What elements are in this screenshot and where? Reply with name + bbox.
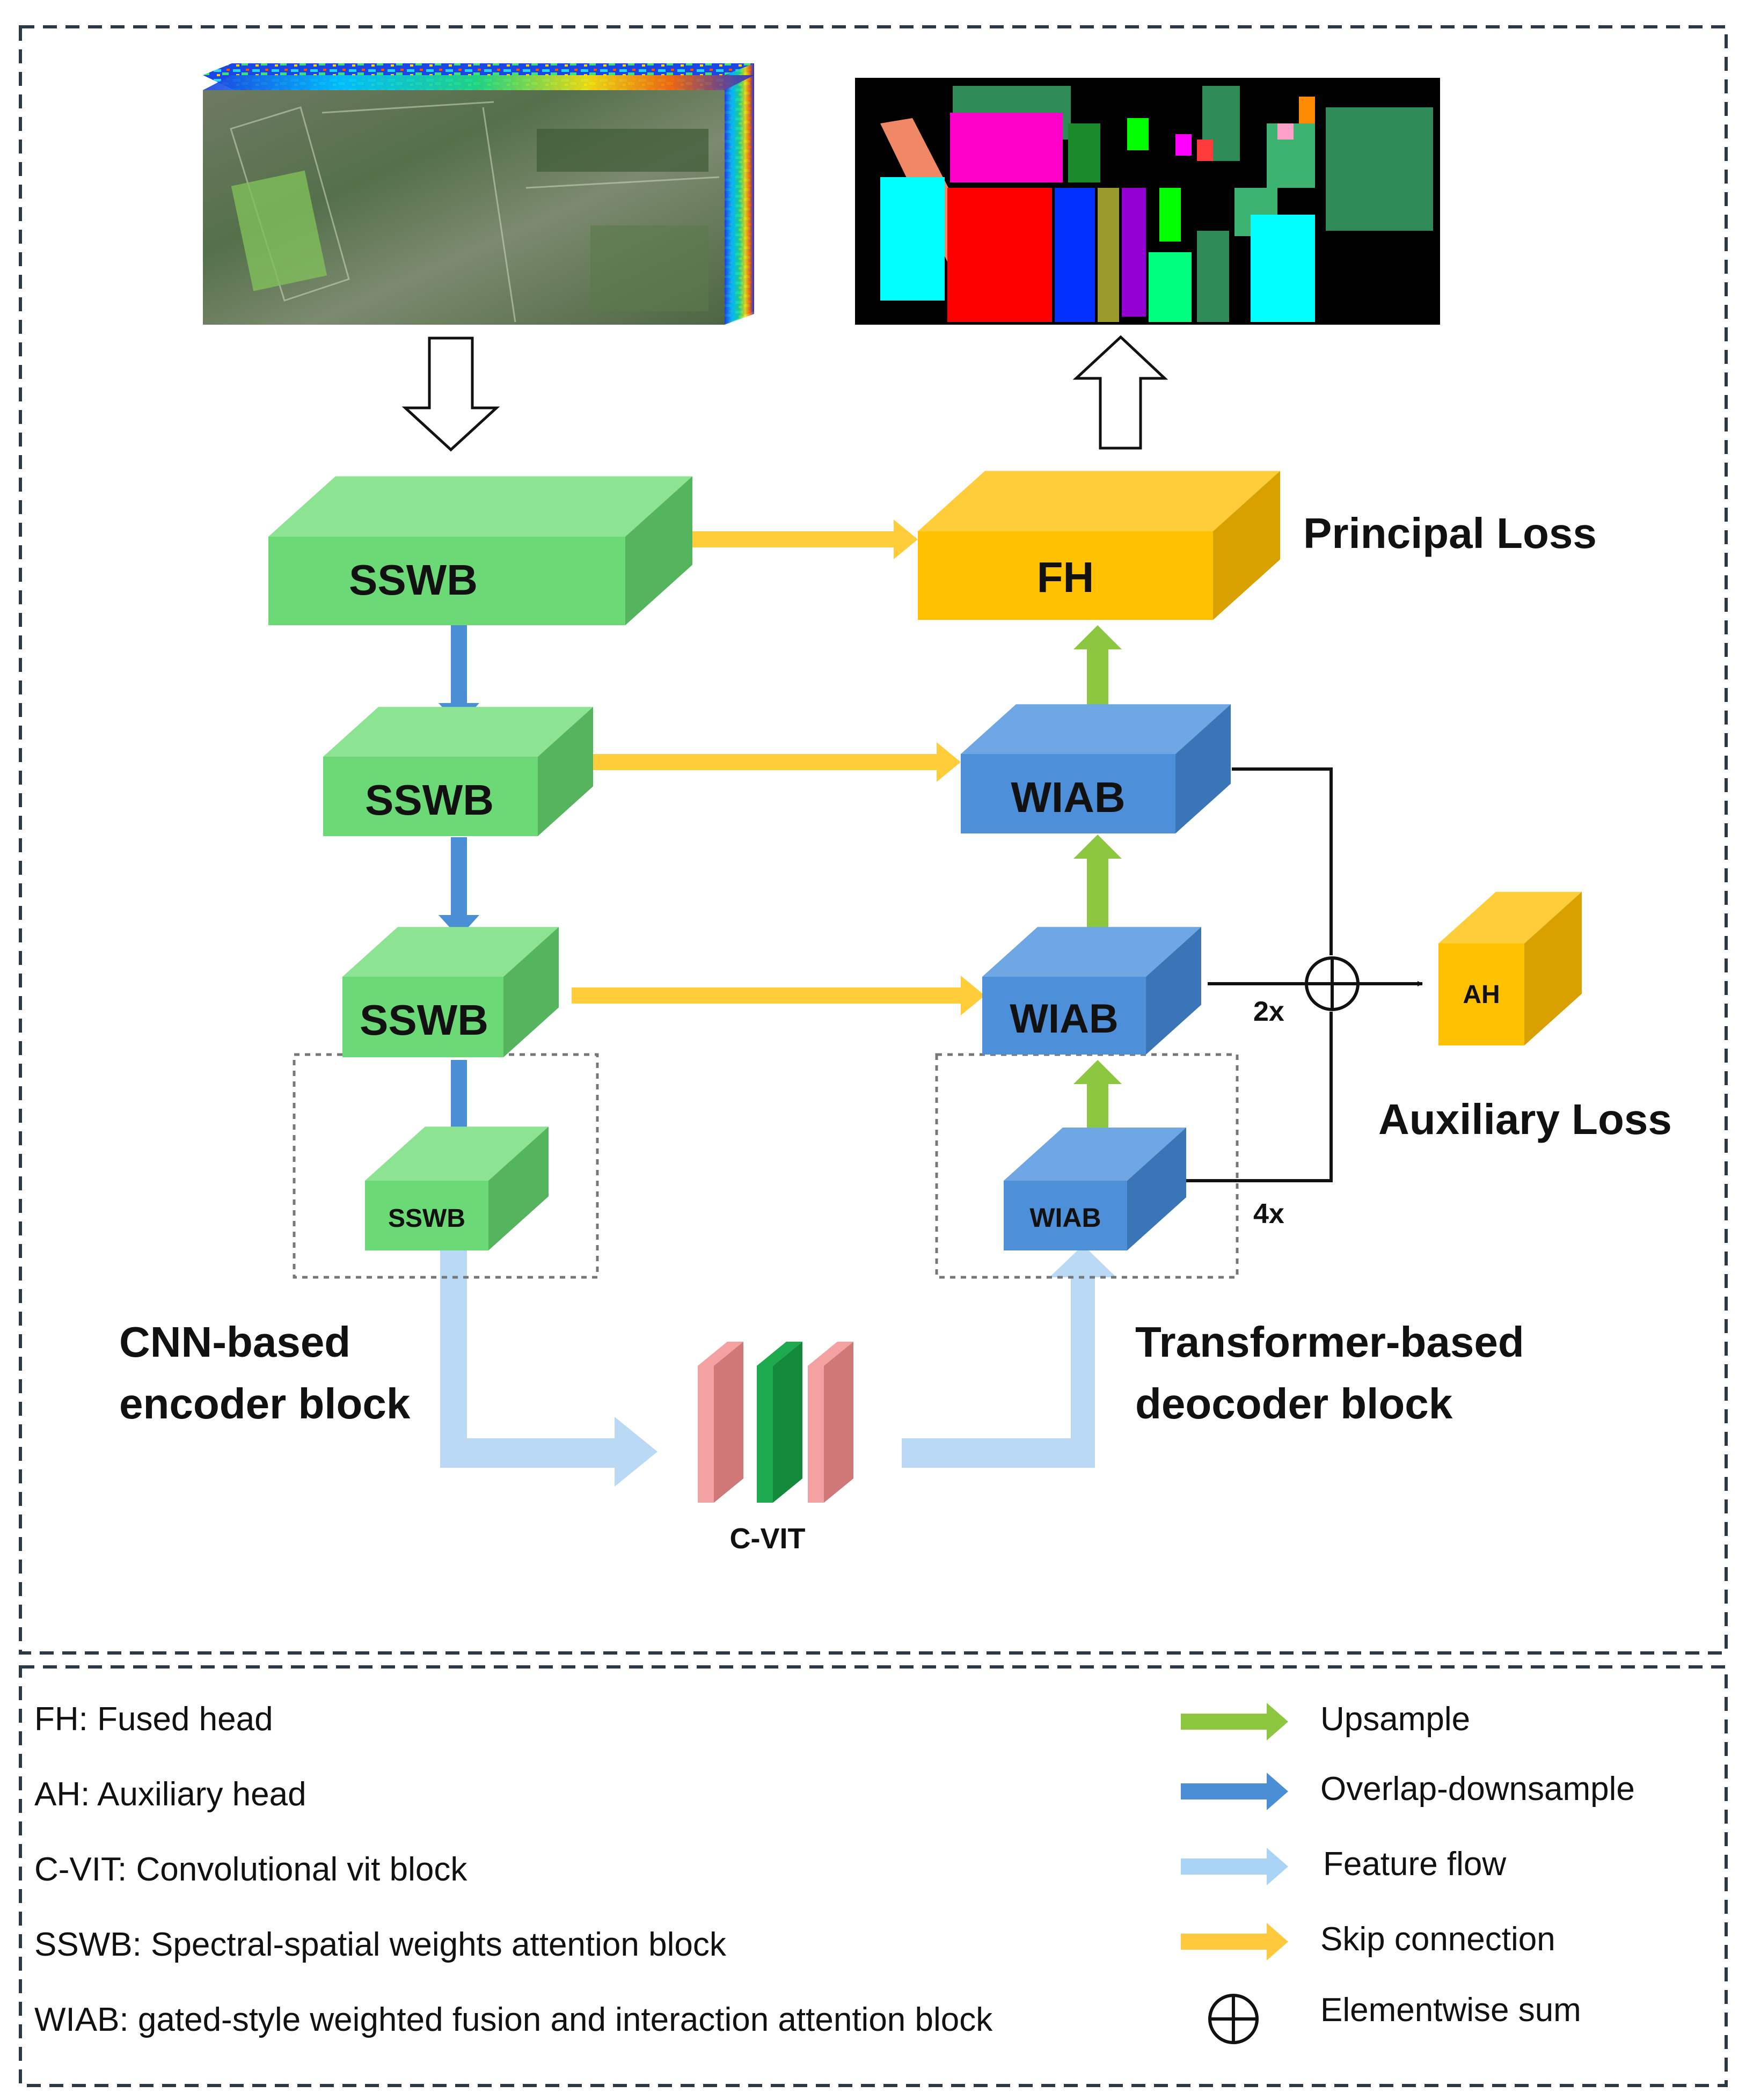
legend-def-fh: FH: Fused head: [34, 1701, 273, 1738]
scale-4x-label: 4x: [1253, 1198, 1284, 1230]
aux-connectors: [1186, 767, 1423, 1182]
cvit-label: C-VIT: [729, 1523, 806, 1555]
legend-def-sswb: SSWB: Spectral-spatial weights attention…: [34, 1926, 726, 1963]
wiab-block-2: [982, 927, 1201, 1055]
sswb-block-4-label: SSWB: [388, 1204, 465, 1233]
downsample-arrow-icon: [1181, 1773, 1288, 1810]
sswb-block-2: [323, 707, 593, 836]
upsample-arrow-icon: [1181, 1703, 1288, 1740]
encoder-caption-line1: CNN-based: [119, 1318, 351, 1366]
sswb-block-1-label: SSWB: [349, 556, 478, 604]
input-image: [203, 63, 754, 325]
ah-block-label: AH: [1463, 981, 1500, 1009]
skip-connection-arrow-icon: [1181, 1923, 1288, 1960]
cvit-block: [698, 1342, 853, 1503]
input-down-arrow: [401, 336, 500, 452]
legend-def-ah: AH: Auxiliary head: [34, 1776, 306, 1813]
sswb-block-2-label: SSWB: [365, 776, 494, 824]
main-frame: [19, 25, 1728, 1655]
sswb-block-4: [365, 1126, 549, 1250]
elementwise-sum-icon: [1208, 1994, 1259, 2044]
output-up-arrow: [1072, 335, 1168, 450]
legend-def-cvit: C-VIT: Convolutional vit block: [34, 1851, 467, 1888]
legend-feature-flow-label: Feature flow: [1323, 1846, 1507, 1883]
wiab-block-3-label: WIAB: [1029, 1203, 1101, 1233]
downsample-arrows: [439, 625, 479, 1160]
ah-block: [1438, 891, 1582, 1045]
feature-flow-arrow-icon: [1181, 1848, 1288, 1885]
legend-upsample-label: Upsample: [1320, 1701, 1471, 1738]
decoder-caption-line2: deocoder block: [1135, 1380, 1453, 1428]
wiab-block-1-label: WIAB: [1011, 773, 1126, 821]
output-image: [855, 78, 1440, 325]
legend-downsample-label: Overlap-downsample: [1320, 1770, 1635, 1808]
legend-arrow-icons: [1181, 1703, 1288, 2044]
fh-block: [918, 471, 1280, 620]
upsample-arrows: [1073, 625, 1122, 1162]
legend-frame: [19, 1665, 1728, 2087]
decoder-caption-line1: Transformer-based: [1135, 1318, 1524, 1366]
encoder-caption-line2: encoder block: [119, 1380, 411, 1428]
sswb-block-1: [268, 476, 692, 625]
principal-loss-label: Principal Loss: [1303, 509, 1597, 557]
feature-flow: [440, 1245, 1116, 1487]
legend-skip-connection-label: Skip connection: [1320, 1921, 1555, 1958]
scale-2x-label: 2x: [1253, 996, 1284, 1027]
sswb-block-3-label: SSWB: [360, 996, 488, 1044]
legend-elementwise-sum-label: Elementwise sum: [1320, 1992, 1581, 2029]
sswb-block-3: [342, 927, 559, 1057]
legend-def-wiab: WIAB: gated-style weighted fusion and in…: [34, 2001, 993, 2038]
wiab-block-1: [961, 704, 1231, 833]
wiab-block-3: [1004, 1128, 1186, 1250]
fh-block-label: FH: [1036, 553, 1094, 601]
skip-connections: [572, 519, 985, 1015]
wiab-block-2-label: WIAB: [1010, 996, 1119, 1042]
elementwise-sum-node: [1305, 956, 1360, 1011]
auxiliary-loss-label: Auxiliary Loss: [1378, 1095, 1672, 1143]
